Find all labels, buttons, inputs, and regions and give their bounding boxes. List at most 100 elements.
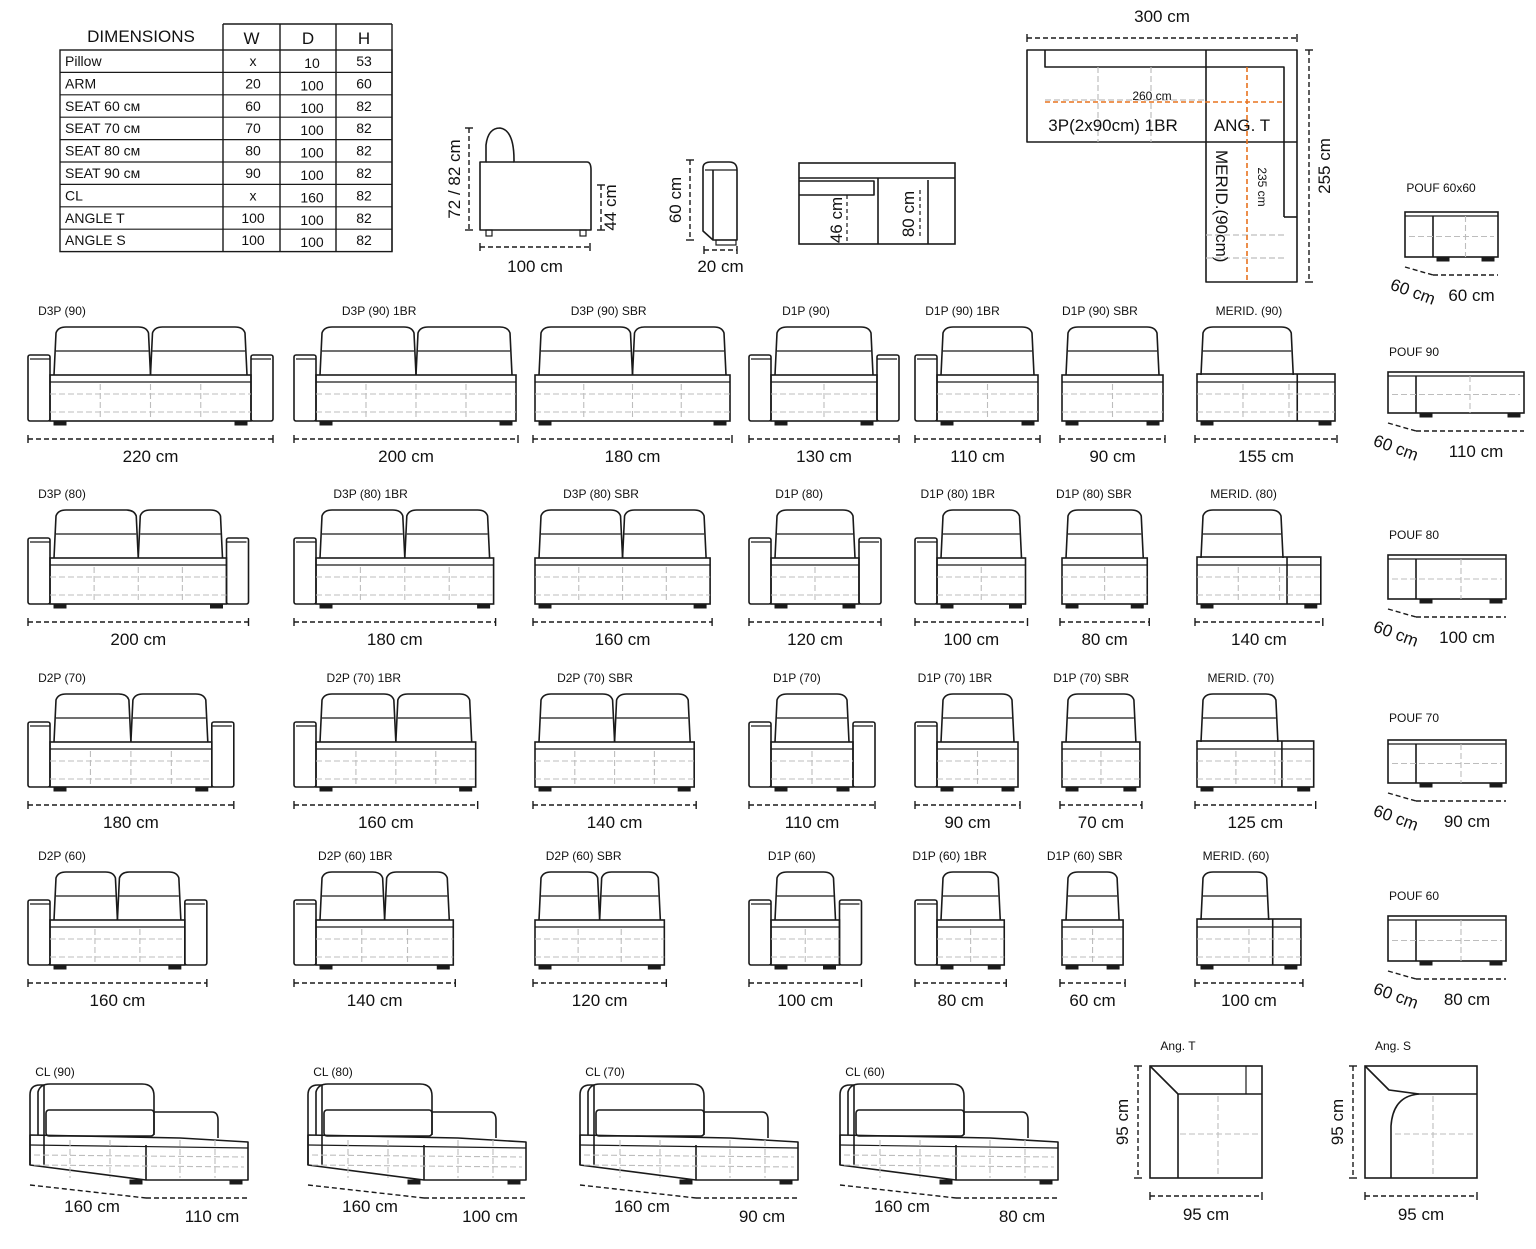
module-name: D1P (60) 1BR — [912, 849, 987, 863]
table-cell: 82 — [356, 165, 372, 181]
table-title: DIMENSIONS — [87, 27, 195, 46]
dimension-label: 44 cm — [601, 184, 620, 230]
table-cell: 60 — [356, 75, 372, 91]
sofa-foot — [1419, 960, 1433, 966]
sofa-foot — [538, 603, 552, 609]
seat-block — [1061, 741, 1141, 788]
plan-label: 3P(2x90cm) 1BR — [1048, 116, 1177, 135]
back-cushion — [53, 693, 132, 743]
dimension-label: 60 cm — [1069, 991, 1115, 1010]
dimension-line — [1387, 422, 1417, 432]
module-name: D3P (80) — [38, 487, 86, 501]
chaise-platform — [29, 1134, 249, 1181]
seat-block — [49, 919, 186, 966]
dimension-label: 220 cm — [123, 447, 179, 466]
back-cushion — [383, 871, 451, 921]
module-name: D1P (90) — [782, 304, 830, 318]
module-name: D1P (90) SBR — [1062, 304, 1138, 318]
dimension-label: 90 cm — [739, 1207, 785, 1226]
sofa-arm — [914, 354, 938, 422]
sofa-foot — [53, 786, 67, 792]
table-cell: 20 — [245, 75, 261, 91]
sofa-foot — [823, 964, 836, 970]
sofa-arm — [27, 354, 51, 422]
seat-cushion — [323, 1109, 433, 1137]
module-name: D3P (90) 1BR — [342, 304, 417, 318]
dimension-label: 140 cm — [347, 991, 403, 1010]
back-cushion — [53, 871, 119, 921]
seat-block — [770, 741, 854, 788]
module-name: D1P (70) 1BR — [918, 671, 993, 685]
module-name: D1P (60) — [768, 849, 816, 863]
dimension-label: 110 cm — [785, 813, 840, 832]
sofa-foot — [1146, 420, 1160, 426]
table-header: W — [243, 29, 259, 48]
seat-block — [49, 374, 252, 422]
sofa-foot — [1419, 412, 1433, 418]
sofa-foot — [1419, 782, 1433, 788]
back-cushion — [774, 871, 837, 921]
seat-cushion — [855, 1109, 965, 1137]
sofa-foot — [836, 786, 850, 792]
module-name: CL (90) — [35, 1065, 75, 1079]
angle-outline — [1364, 1065, 1478, 1179]
module-name: D3P (90) — [38, 304, 86, 318]
back-cushion — [621, 509, 707, 559]
sofa-arm — [184, 899, 208, 966]
dimension-label: 80 cm — [999, 1207, 1045, 1226]
dimension-label: 60 cm — [1371, 617, 1421, 651]
module-name: CL (70) — [585, 1065, 625, 1079]
back-cushion — [130, 693, 209, 743]
arm-profile — [702, 161, 738, 241]
seat-block — [534, 741, 695, 788]
back-cushion — [940, 509, 1023, 559]
sofa-arm — [27, 721, 51, 788]
back-cushion — [1200, 693, 1279, 743]
sofa-foot — [195, 786, 209, 792]
dimension-label: 80 cm — [899, 191, 918, 237]
table-cell: 10 — [304, 55, 320, 71]
sofa-foot — [774, 964, 788, 970]
sofa-foot — [1123, 786, 1137, 792]
dimension-label: 95 cm — [1183, 1205, 1229, 1224]
table-cell: 82 — [356, 143, 372, 159]
sofa-module: D1P (60)100 cm — [748, 849, 863, 1010]
sofa-arm — [579, 1084, 595, 1165]
back-rest-low — [704, 1111, 769, 1138]
module-name: D2P (70) SBR — [557, 671, 633, 685]
sofa-foot — [713, 420, 727, 426]
side-profile — [479, 127, 592, 231]
table-cell: 82 — [356, 120, 372, 136]
dimension-label: 60 cm — [1448, 286, 1494, 305]
dimension-label: 100 cm — [462, 1207, 518, 1226]
dimension-label: 180 cm — [103, 813, 159, 832]
sofa-foot — [1436, 256, 1450, 262]
module-name: POUF 70 — [1389, 711, 1439, 725]
back-cushion — [774, 326, 874, 376]
guide-line — [843, 1154, 1055, 1158]
sofa-foot — [1065, 786, 1079, 792]
module-name: D1P (80) SBR — [1056, 487, 1132, 501]
sofa-foot — [774, 603, 788, 609]
table-cell: 100 — [300, 100, 324, 116]
dimension-label: 110 cm — [1449, 442, 1504, 461]
sofa-foot — [129, 1179, 143, 1185]
sofa-foot — [1304, 603, 1318, 609]
table-cell: 100 — [300, 77, 324, 93]
pouf-outline — [1387, 739, 1507, 784]
sofa-module: D2P (70)180 cm — [27, 671, 235, 832]
seat-block — [936, 557, 1027, 605]
drawing-line — [839, 1144, 1059, 1149]
seat-cushion — [595, 1109, 705, 1137]
seat-cushion — [799, 180, 875, 196]
dimension-label: 160 cm — [595, 630, 651, 649]
back-cushion — [538, 871, 601, 921]
sofa-foot — [407, 1179, 421, 1185]
back-cushion — [37, 1083, 155, 1135]
